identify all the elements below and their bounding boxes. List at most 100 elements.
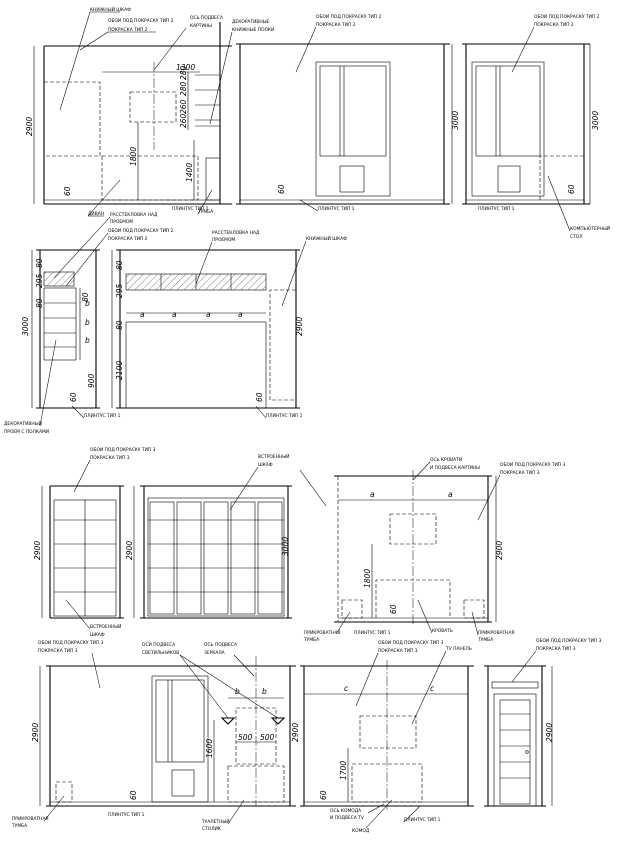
leader-line: [335, 611, 351, 635]
leader-line: [209, 31, 233, 125]
dim-295: 295: [35, 273, 44, 288]
label-dressing-1: ТУАЛЕТНЫЙ: [201, 818, 230, 825]
elevation-1: 2900 1300 280 260 260 280 1800 1400 60 К…: [25, 6, 274, 217]
dim-295: 295: [115, 283, 124, 298]
dim-3000: 3000: [21, 317, 30, 336]
label-baseboard: ПЛИНТУС ТИП 1: [84, 413, 121, 419]
label-paint-t3: ПОКРАСКА ТИП 3: [378, 648, 418, 654]
dim-a: a: [206, 310, 211, 319]
dim-80: 80: [81, 292, 90, 302]
label-wallpaper-t2: ОБОИ ПОД ПОКРАСКУ ТИП 2: [108, 228, 174, 234]
leader-line: [59, 11, 91, 111]
label-nightstand-2: ТУМБА: [11, 823, 27, 829]
dim-1400: 1400: [185, 163, 194, 182]
wall-lamp-icon: [270, 717, 286, 725]
dim-60: 60: [255, 392, 264, 402]
dim-a: a: [370, 490, 375, 499]
leader-line: [179, 654, 229, 719]
label-paint-t2: ПОКРАСКА ТИП 2: [108, 27, 148, 33]
label-glazing-1: РАССТЕКЛОВКА НАД: [212, 230, 260, 236]
leader-line: [281, 240, 307, 307]
label-painting-axis-2: КАРТИНЫ: [190, 23, 212, 29]
leader-line: [365, 799, 393, 829]
label-baseboard: ПЛИНТУС ТИП 1: [478, 206, 515, 212]
painting-outline: [129, 91, 177, 123]
dim-260: 260: [179, 113, 188, 128]
label-paint-t3: ПОКРАСКА ТИП 3: [90, 455, 130, 461]
label-wallpaper-t2: ОБОИ ПОД ПОКРАСКУ ТИП 2: [534, 14, 600, 20]
elevation-6: 2900 ОБОИ ПОД ПОКРАСКУ ТИП 3 ПОКРАСКА ТИ…: [33, 447, 156, 638]
label-lamp-axes-1: ОСИ ПОДВЕСА: [142, 642, 175, 648]
label-baseboard: ПЛИНТУС ТИП 1: [108, 812, 145, 818]
dim-900: 900: [87, 373, 96, 388]
leader-line: [79, 31, 109, 51]
label-nightstand-1: ПРИКРОВАТНАЯ: [12, 816, 49, 822]
leader-line: [299, 199, 319, 212]
label-bed-axis-2: И ПОДВЕСА КАРТИНЫ: [430, 465, 480, 471]
label-paint-t3: ПОКРАСКА ТИП 3: [536, 646, 576, 652]
elevation-8: a a 1800 2900 3000 60 ОСЬ КРОВАТИ И ПОДВ…: [281, 457, 566, 643]
wardrobe-door: [149, 501, 175, 615]
label-lamp-axes-2: СВЕТИЛЬНИКОВ: [142, 650, 179, 656]
label-chest: КОМОД: [352, 828, 370, 834]
label-desk-1: КОМПЬЮТЕРНЫЙ: [570, 225, 610, 232]
dim-60: 60: [319, 790, 328, 800]
dim-3000: 3000: [451, 111, 460, 130]
leader-line: [53, 216, 111, 279]
label-nightstand-2: ТУМБА: [477, 637, 493, 643]
leader-line: [227, 799, 245, 825]
leader-line: [179, 654, 279, 719]
opening-frame: [125, 321, 267, 409]
label-bookshelf: КНИЖНЫЙ ШКАФ: [306, 235, 347, 242]
elevation-4: b b b 3000 80 295 80 80 900 60 ДЕКОРАТИВ…: [4, 249, 121, 435]
tv-panel-outline: [359, 715, 417, 749]
leader-line: [39, 339, 57, 427]
label-baseboard: ПЛИНТУС ТИП 1: [404, 817, 441, 823]
label-paint-t2: ПОКРАСКА ТИП 2: [108, 236, 148, 242]
door-leaf: [499, 699, 531, 805]
dim-2900: 2900: [545, 723, 554, 742]
label-dressing-2: СТОЛИК: [202, 826, 222, 832]
leader-line: [403, 805, 421, 823]
label-built-in-1: ВСТРОЕННЫЙ: [90, 623, 121, 630]
dim-1600: 1600: [205, 739, 214, 758]
wardrobe-door: [176, 501, 202, 615]
leader-line: [299, 469, 327, 507]
elevation-9: b b 500 500 1600 2900 2900 60 ОБОИ ПОД П…: [11, 640, 300, 832]
nightstand-outline: [463, 599, 485, 619]
label-wallpaper-t2: ОБОИ ПОД ПОКРАСКУ ТИП 2: [108, 18, 174, 24]
leader-line: [511, 26, 535, 73]
radiator-niche: [171, 769, 195, 797]
tumba-outline: [205, 157, 221, 201]
label-painting-axis-1: ОСЬ ПОДВЕСА: [190, 15, 223, 21]
label-wallpaper-t3: ОБОИ ПОД ПОКРАСКУ ТИП 3: [378, 640, 444, 646]
dim-3000: 3000: [281, 537, 290, 556]
label-baseboard: ПЛИНТУС ТИП 1: [266, 413, 303, 419]
wardrobe-door: [203, 501, 229, 615]
dim-3000: 3000: [591, 111, 600, 130]
window-frame: [315, 61, 391, 197]
label-nightstand-1: ПРИКРОВАТНАЯ: [304, 630, 341, 636]
label-built-in-1: ВСТРОЕННЫЙ: [258, 453, 289, 460]
dim-1300: 1300: [176, 63, 195, 72]
label-deco-niche-2: ПРОЕМ С ПОЛКАМИ: [4, 429, 49, 435]
label-wallpaper-t3: ОБОИ ПОД ПОКРАСКУ ТИП 3: [536, 638, 602, 644]
leader-line: [195, 241, 213, 285]
label-wallpaper-t3: ОБОИ ПОД ПОКРАСКУ ТИП 3: [38, 640, 104, 646]
leader-line: [511, 650, 537, 683]
dim-80: 80: [115, 320, 124, 330]
glazing-hatch: [43, 271, 75, 287]
leader-line: [71, 405, 85, 419]
label-bed-axis-1: ОСЬ КРОВАТИ: [430, 457, 462, 463]
label-deco-shelves-2: КНИЖНЫЕ ПОЛКИ: [232, 27, 274, 33]
dim-280: 280: [179, 65, 188, 80]
window-glazing: [155, 679, 205, 763]
elevation-7: 2900 ВСТРОЕННЫЙ ШКАФ: [125, 453, 292, 619]
dim-500: 500: [260, 733, 275, 742]
dim-a: a: [140, 310, 145, 319]
dim-1800: 1800: [129, 147, 138, 166]
elevation-10: c c 1700 60 ОБОИ ПОД ПОКРАСКУ ТИП 3 ПОКР…: [300, 640, 474, 834]
dim-80: 80: [35, 298, 44, 308]
nightstand-outline: [55, 781, 73, 803]
